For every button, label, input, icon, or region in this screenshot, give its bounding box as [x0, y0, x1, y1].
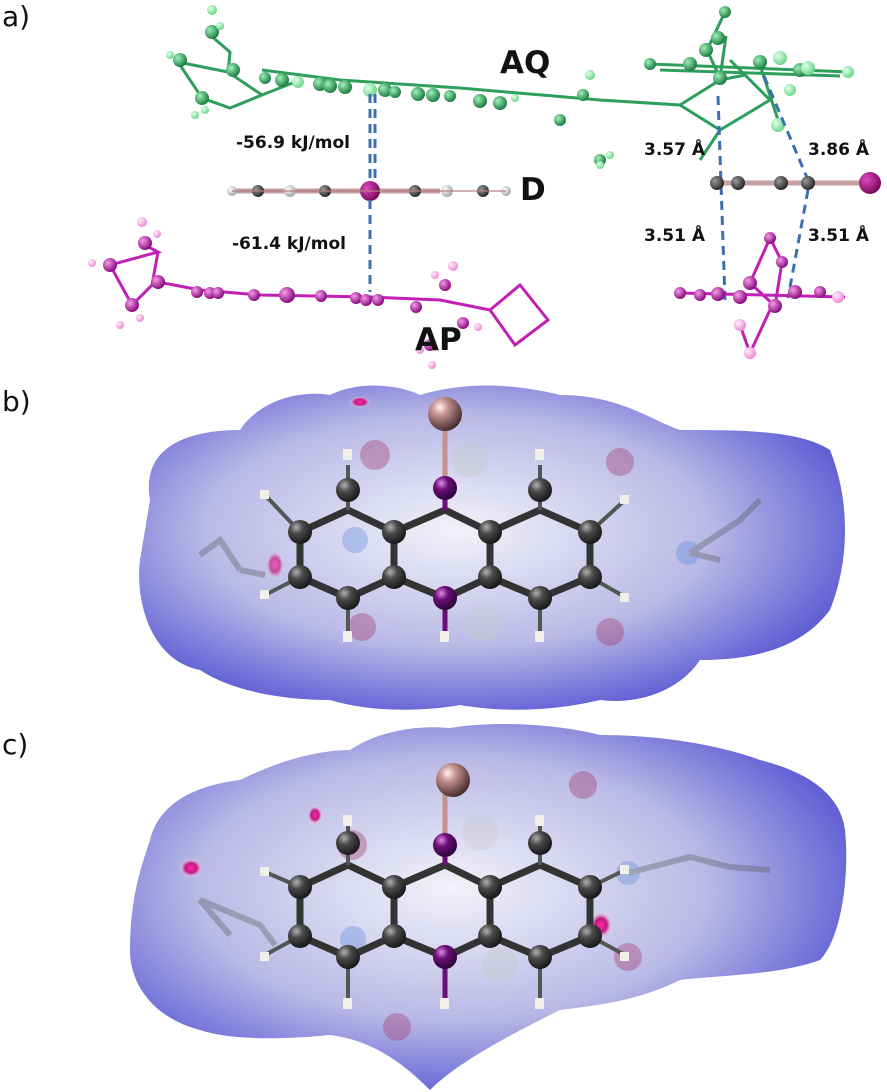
distance-top-left: 3.57 Å — [644, 140, 706, 160]
donor-molecule-end-on — [710, 172, 881, 194]
panel-a-stack-side-view — [88, 5, 881, 369]
energy-ap-d: -61.4 kJ/mol — [232, 234, 346, 254]
panel-label-b: b) — [2, 385, 31, 418]
acridine-molecule-b — [260, 397, 629, 642]
distance-bottom-left: 3.51 Å — [644, 226, 706, 246]
aq-atoms-side — [166, 5, 614, 169]
distance-bottom-right: 3.51 Å — [808, 226, 870, 246]
panel-label-a: a) — [2, 0, 31, 33]
label-aq: AQ — [500, 45, 551, 81]
contact-lines-end-on — [716, 75, 810, 301]
label-ap: AP — [415, 322, 462, 358]
donor-molecule-side — [227, 181, 511, 201]
acridine-molecule-c — [260, 763, 629, 1009]
background-molecules-b — [198, 440, 763, 646]
contact-lines-side — [368, 94, 377, 292]
background-molecules-c — [197, 771, 771, 1041]
energy-aq-d: -56.9 kJ/mol — [236, 133, 350, 153]
ap-atoms-side — [88, 217, 482, 369]
aq-molecule-end-on — [644, 6, 854, 132]
distance-top-right: 3.86 Å — [808, 140, 870, 160]
ap-molecule-end-on — [674, 232, 846, 359]
label-d: D — [520, 172, 546, 208]
panel-label-c: c) — [2, 728, 29, 761]
